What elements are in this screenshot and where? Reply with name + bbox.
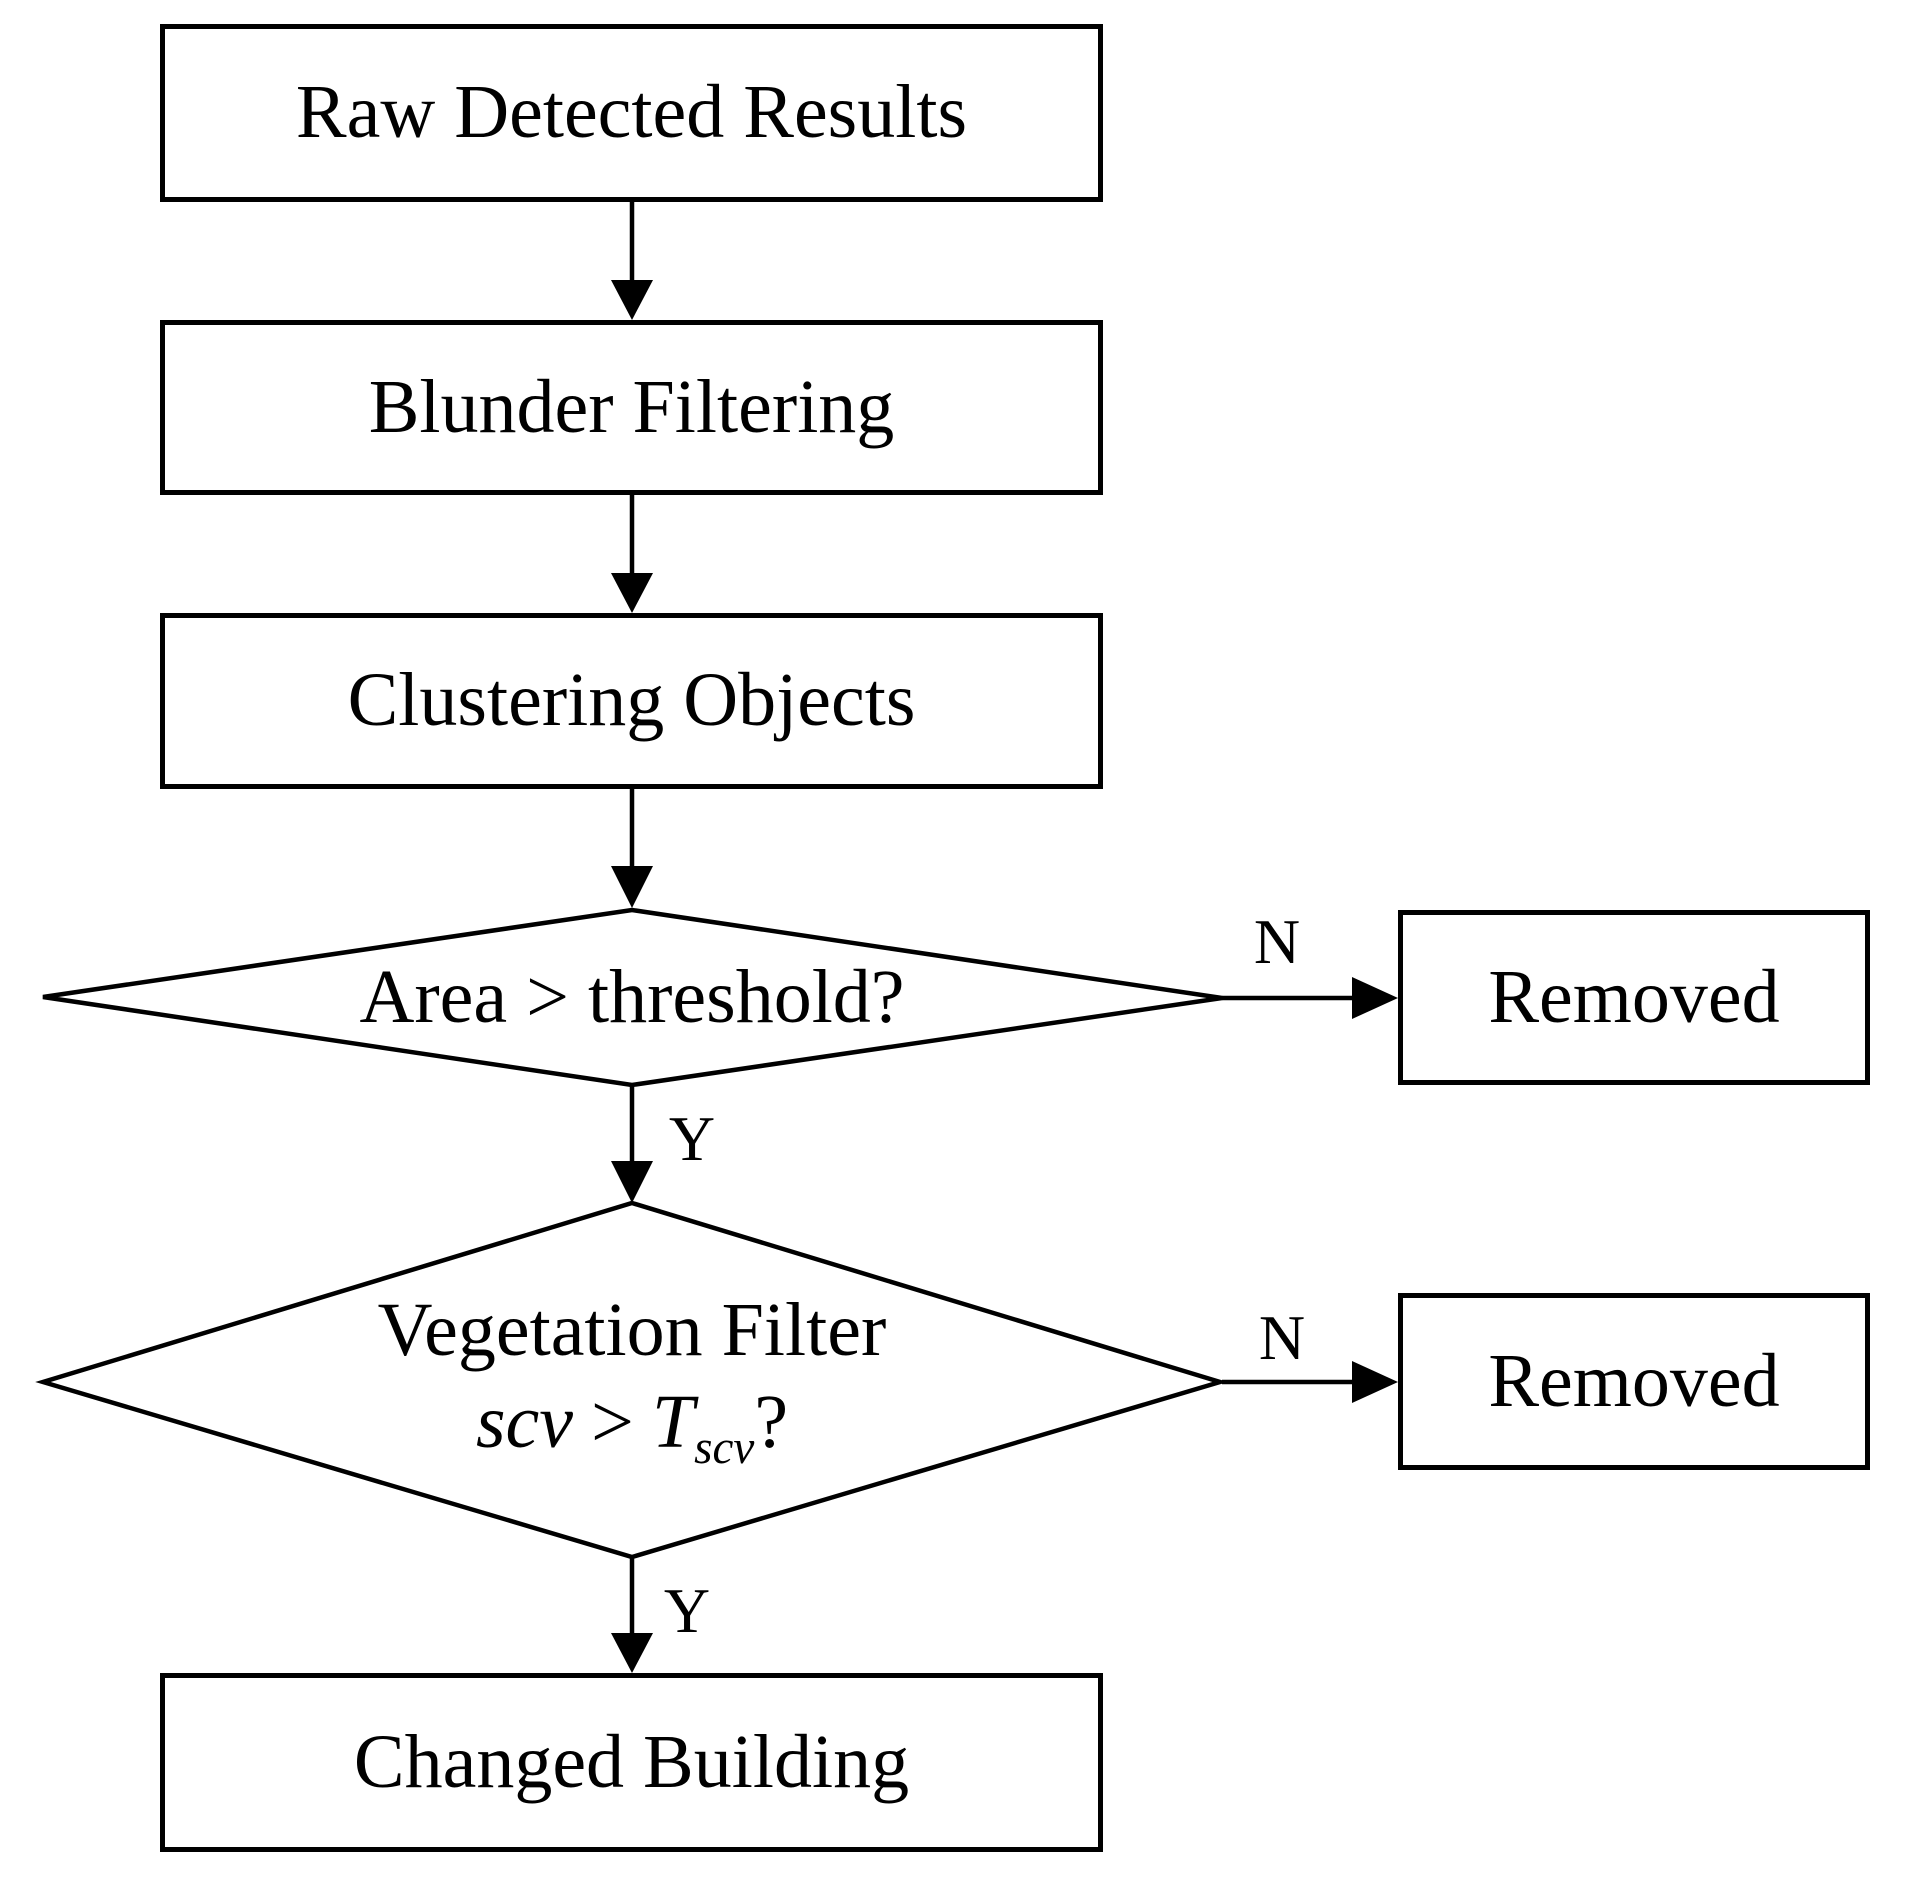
area-decision-diamond [42,907,1223,1088]
node-removed-vegetation-label: Removed [1488,1338,1780,1423]
node-removed-area-label: Removed [1488,954,1780,1039]
node-clustering-objects: Clustering Objects [160,613,1103,789]
node-removed-vegetation: Removed [1398,1293,1870,1470]
arrowhead-right-icon [1352,1361,1398,1403]
node-changed-building: Changed Building [160,1673,1103,1852]
arrowhead-down-icon [611,1633,653,1673]
arrowhead-down-icon [611,1161,653,1203]
node-blunder-filtering: Blunder Filtering [160,320,1103,495]
arrowhead-down-icon [611,866,653,908]
node-removed-area: Removed [1398,910,1870,1085]
arrowhead-down-icon [611,573,653,613]
edge-label-area-yes: Y [668,1103,716,1174]
edge-label-vegetation-no: N [1258,1302,1306,1373]
node-blunder-filtering-label: Blunder Filtering [368,364,895,449]
node-clustering-objects-label: Clustering Objects [347,658,916,743]
edge-label-vegetation-yes: Y [663,1575,711,1646]
node-raw-detected-results: Raw Detected Results [160,24,1103,202]
edge-label-area-no: N [1253,906,1301,977]
vegetation-decision-diamond [35,1200,1228,1560]
arrowhead-down-icon [611,280,653,320]
node-raw-detected-results-label: Raw Detected Results [295,70,968,155]
node-changed-building-label: Changed Building [353,1719,910,1804]
arrowhead-right-icon [1352,977,1398,1019]
